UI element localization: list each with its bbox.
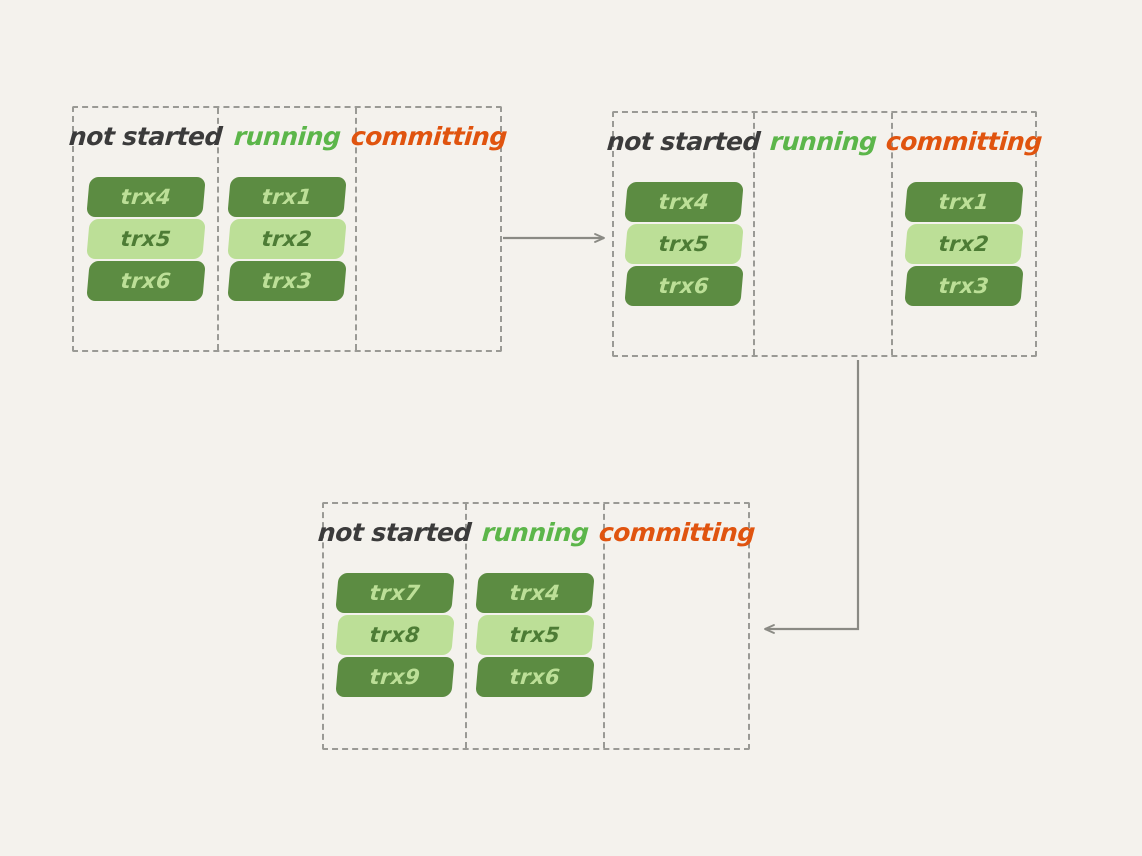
panel-1-stack-not-started: trx4 trx5 trx6 — [85, 177, 206, 301]
pill-label: trx3 — [260, 269, 314, 293]
column-title-not-started: not started — [606, 127, 761, 156]
panel-2-column-not-started: not started trx4 trx5 trx6 — [606, 113, 761, 355]
pill-trx2[interactable]: trx2 — [904, 224, 1024, 264]
pill-label: trx5 — [657, 232, 710, 256]
panel-2-stack-not-started: trx4 trx5 trx6 — [623, 182, 744, 306]
pill-label: trx6 — [657, 274, 710, 298]
column-title-running: running — [768, 127, 878, 156]
pill-label: trx5 — [119, 227, 172, 251]
pill-trx5[interactable]: trx5 — [85, 219, 206, 259]
pill-trx6[interactable]: trx6 — [85, 261, 206, 301]
pill-label: trx4 — [657, 190, 710, 214]
pill-trx5[interactable]: trx5 — [475, 615, 595, 655]
pill-trx4[interactable]: trx4 — [475, 573, 595, 613]
panel-3: not started trx7 trx8 trx9 running trx4 — [317, 502, 756, 750]
column-title-committing: committing — [597, 518, 756, 547]
pill-label: trx7 — [368, 581, 421, 605]
panel-1-stack-running: trx1 trx2 trx3 — [227, 177, 347, 301]
column-title-running: running — [480, 518, 590, 547]
panel-2-column-running: running — [755, 113, 893, 355]
pill-trx6[interactable]: trx6 — [475, 657, 595, 697]
pill-trx8[interactable]: trx8 — [334, 615, 455, 655]
pill-trx6[interactable]: trx6 — [623, 266, 744, 306]
pill-label: trx2 — [937, 232, 991, 256]
arrow-panel2-to-panel3 — [764, 360, 860, 634]
column-title-committing: committing — [349, 122, 508, 151]
pill-label: trx6 — [119, 269, 172, 293]
pill-trx1[interactable]: trx1 — [227, 177, 347, 217]
panel-2-column-committing: committing trx1 trx2 trx3 — [885, 113, 1043, 355]
column-title-not-started: not started — [68, 122, 223, 151]
pill-label: trx3 — [937, 274, 991, 298]
pill-trx5[interactable]: trx5 — [623, 224, 744, 264]
panel-3-column-running: running trx4 trx5 trx6 — [467, 504, 605, 748]
pill-label: trx1 — [260, 185, 314, 209]
panel-1-column-not-started: not started trx4 trx5 trx6 — [68, 108, 223, 350]
panel-2-stack-committing: trx1 trx2 trx3 — [904, 182, 1024, 306]
panel-3-stack-not-started: trx7 trx8 trx9 — [334, 573, 455, 697]
pill-trx3[interactable]: trx3 — [904, 266, 1024, 306]
pill-label: trx9 — [368, 665, 421, 689]
panel-3-column-not-started: not started trx7 trx8 trx9 — [317, 504, 472, 748]
panel-2: not started trx4 trx5 trx6 running commi… — [606, 111, 1043, 357]
column-title-committing: committing — [885, 127, 1043, 156]
column-title-running: running — [232, 122, 342, 151]
pill-trx2[interactable]: trx2 — [227, 219, 347, 259]
panel-1: not started trx4 trx5 trx6 running trx1 — [68, 106, 508, 352]
pill-label: trx8 — [368, 623, 421, 647]
pill-trx4[interactable]: trx4 — [85, 177, 206, 217]
panel-1-column-committing: committing — [350, 108, 508, 350]
pill-trx9[interactable]: trx9 — [334, 657, 455, 697]
pill-trx4[interactable]: trx4 — [623, 182, 744, 222]
panel-1-column-running: running trx1 trx2 trx3 — [219, 108, 357, 350]
panel-3-column-committing: committing — [598, 504, 756, 748]
pill-trx7[interactable]: trx7 — [334, 573, 455, 613]
pill-trx3[interactable]: trx3 — [227, 261, 347, 301]
panel-3-stack-running: trx4 trx5 trx6 — [475, 573, 595, 697]
pill-label: trx2 — [260, 227, 314, 251]
column-title-not-started: not started — [317, 518, 472, 547]
pill-label: trx6 — [508, 665, 562, 689]
pill-label: trx4 — [119, 185, 172, 209]
pill-trx1[interactable]: trx1 — [904, 182, 1024, 222]
pill-label: trx5 — [508, 623, 562, 647]
pill-label: trx1 — [937, 190, 991, 214]
pill-label: trx4 — [508, 581, 562, 605]
